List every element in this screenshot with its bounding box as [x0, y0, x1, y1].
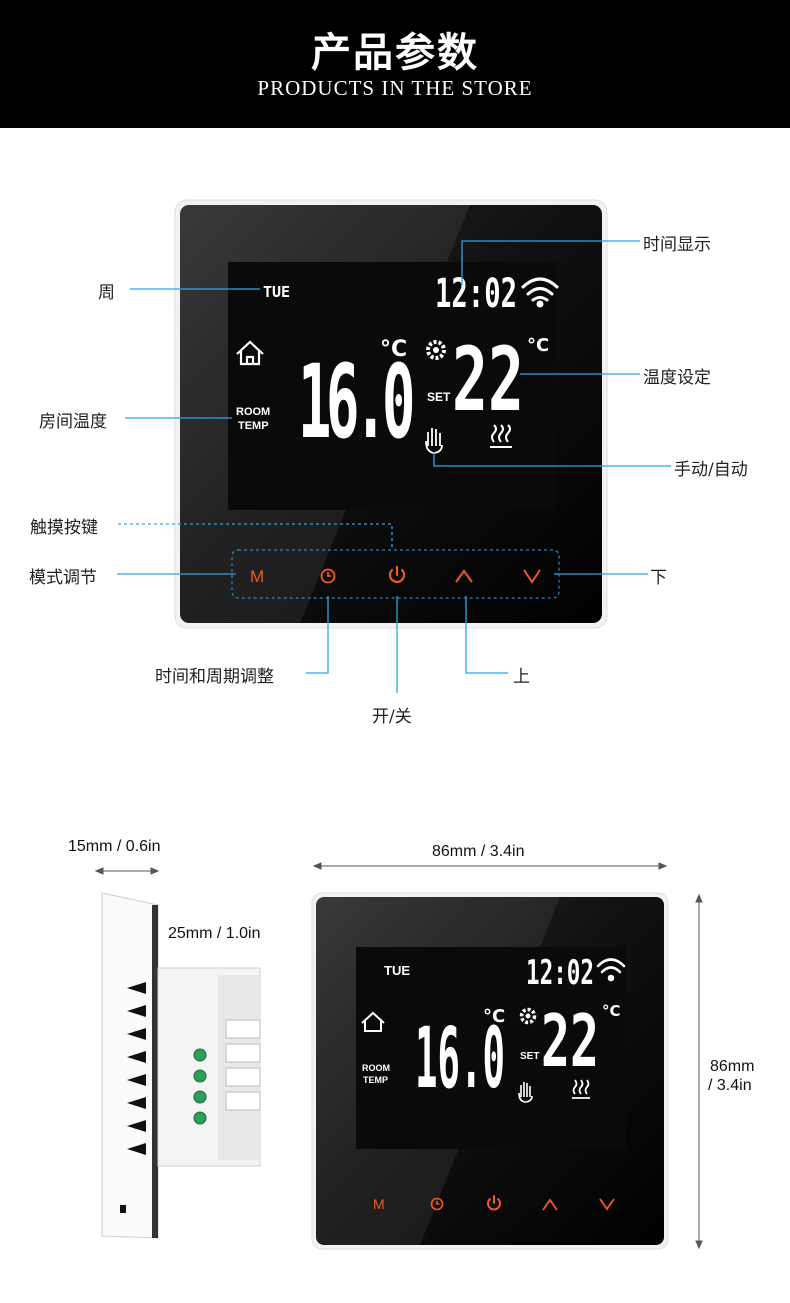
thermostat-front-small: TUE ROOM TEMP 16.0 °C 12:02 SET 22 °C: [311, 892, 669, 1250]
room-label-1: ROOM: [236, 406, 270, 418]
callout-time-display: 时间显示: [643, 235, 711, 255]
gear-icon: [426, 340, 446, 360]
terminal-screws: [193, 1048, 207, 1125]
house-icon: [236, 340, 264, 366]
mode-button-small[interactable]: M: [373, 1196, 385, 1212]
callout-lines: [117, 240, 671, 693]
wifi-icon: [521, 277, 559, 308]
mode-button[interactable]: M: [250, 567, 264, 586]
room-temp-unit-small: °C: [483, 1006, 505, 1027]
callout-week: 周: [98, 283, 115, 303]
room-temp-unit: °C: [380, 337, 407, 362]
callout-manual-auto: 手动/自动: [674, 460, 748, 480]
dimension-lines: [94, 862, 703, 1250]
set-temp-unit: °C: [527, 335, 549, 356]
callout-temp-setting: 温度设定: [643, 368, 711, 388]
callout-touch-keys: 触摸按键: [30, 518, 98, 538]
heating-icon-small: [572, 1079, 590, 1099]
room-temp-value: 16.0: [298, 343, 412, 462]
down-button-small[interactable]: [599, 1198, 615, 1211]
room-label-2: TEMP: [238, 420, 269, 432]
clock-button[interactable]: [320, 568, 336, 584]
day-indicator-small: TUE: [384, 963, 410, 978]
power-button-small[interactable]: [487, 1195, 501, 1211]
gear-icon-small: [519, 1007, 537, 1025]
page-title: 产品参数: [311, 29, 479, 76]
room-temp-value-small: 16.0: [415, 1009, 505, 1107]
header-banner: 产品参数 PRODUCTS IN THE STORE: [0, 0, 790, 128]
set-temp-value: 22: [452, 328, 524, 431]
room-label-1-small: ROOM: [362, 1063, 390, 1073]
heating-icon: [490, 424, 512, 448]
callout-time-week-adjust: 时间和周期调整: [155, 667, 274, 687]
callout-up: 上: [513, 667, 530, 687]
dim-width: 86mm / 3.4in: [432, 843, 525, 860]
dim-depth-total: 15mm / 0.6in: [68, 838, 161, 855]
down-button[interactable]: [523, 569, 541, 584]
up-button[interactable]: [455, 569, 473, 583]
dim-height-2: / 3.4in: [708, 1077, 752, 1094]
hand-icon: [425, 428, 443, 454]
callout-on-off: 开/关: [372, 707, 412, 727]
wifi-icon-small: [596, 958, 626, 982]
callout-down: 下: [650, 568, 667, 588]
clock-button-small[interactable]: [430, 1197, 444, 1211]
hand-icon-small: [518, 1082, 533, 1103]
up-button-small[interactable]: [542, 1198, 558, 1211]
dim-height-1: 86mm: [710, 1058, 755, 1075]
set-label-small: SET: [520, 1051, 539, 1062]
page-subtitle: PRODUCTS IN THE STORE: [257, 76, 533, 100]
house-icon-small: [361, 1011, 385, 1032]
room-label-2-small: TEMP: [363, 1075, 388, 1085]
callout-mode-adjust: 模式调节: [29, 568, 97, 588]
set-temp-value-small: 22: [541, 999, 599, 1083]
dim-depth-box: 25mm / 1.0in: [168, 925, 261, 942]
thermostat-front-large: TUE ROOM TEMP 16.0 °C 12:02 SET 22 °C: [174, 199, 608, 629]
set-temp-unit-small: °C: [602, 1002, 621, 1020]
power-button[interactable]: [388, 565, 406, 583]
day-indicator: TUE: [263, 283, 290, 301]
clock-display: 12:02: [435, 271, 517, 317]
thermostat-side-view: [101, 892, 261, 1239]
clock-display-small: 12:02: [526, 953, 594, 993]
set-label: SET: [427, 390, 451, 404]
callout-room-temp: 房间温度: [39, 412, 107, 432]
